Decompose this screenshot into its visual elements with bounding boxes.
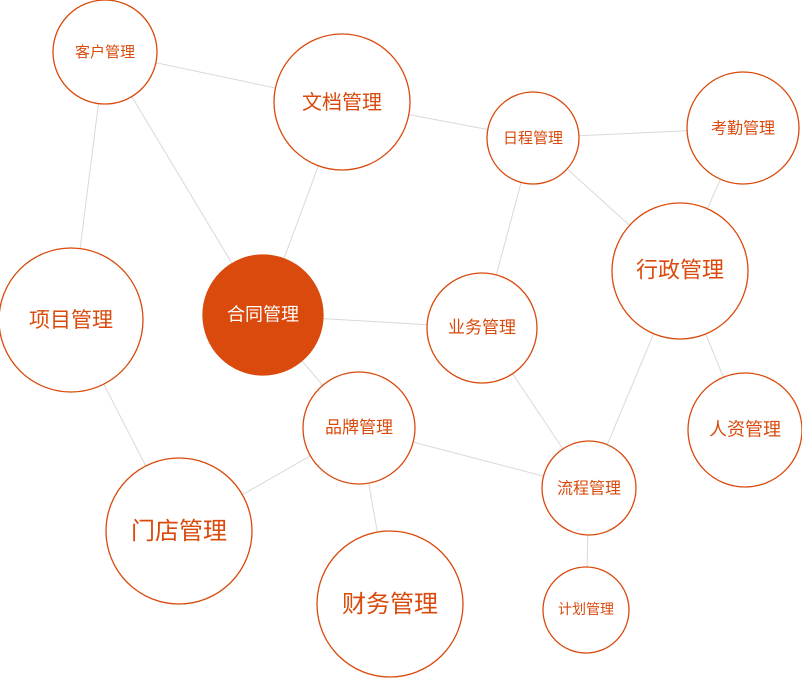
node-hetong[interactable]: 合同管理	[202, 254, 324, 376]
node-xiangmu[interactable]: 项目管理	[0, 247, 144, 393]
node-circle[interactable]	[687, 372, 802, 488]
edge-pinpai-caiwu	[368, 483, 378, 533]
node-label: 计划管理	[558, 602, 614, 618]
node-xingzheng[interactable]: 行政管理	[611, 202, 749, 340]
node-circle[interactable]	[273, 33, 411, 171]
node-wendang[interactable]: 文档管理	[273, 33, 411, 171]
node-liucheng[interactable]: 流程管理	[541, 440, 637, 536]
node-circle[interactable]	[542, 566, 630, 654]
node-circle[interactable]	[686, 71, 800, 185]
node-caiwu[interactable]: 财务管理	[316, 530, 464, 678]
node-circle[interactable]	[541, 440, 637, 536]
edge-hetong-yewu	[322, 318, 428, 326]
node-label: 流程管理	[557, 479, 621, 498]
node-circle[interactable]	[611, 202, 749, 340]
node-circle[interactable]	[426, 272, 538, 384]
edge-xingzheng-liucheng	[606, 333, 655, 445]
node-circle[interactable]	[302, 371, 416, 485]
node-label: 品牌管理	[325, 418, 393, 438]
node-yewu[interactable]: 业务管理	[426, 272, 538, 384]
node-circle[interactable]	[316, 530, 464, 678]
node-mendian[interactable]: 门店管理	[105, 457, 253, 605]
edge-richeng-yewu	[495, 182, 522, 276]
node-label: 门店管理	[131, 517, 227, 545]
edge-kaoqin-xingzheng	[706, 178, 721, 210]
edge-wendang-hetong	[283, 165, 319, 259]
node-circle[interactable]	[105, 457, 253, 605]
node-kaoqin[interactable]: 考勤管理	[686, 71, 800, 185]
node-richeng[interactable]: 日程管理	[486, 91, 580, 185]
node-pinpai[interactable]: 品牌管理	[302, 371, 416, 485]
edge-richeng-xingzheng	[566, 168, 630, 226]
edge-xingzheng-renzi	[705, 333, 724, 378]
edge-liucheng-jihua	[586, 534, 589, 568]
edge-pinpai-liucheng	[413, 441, 544, 477]
node-label: 业务管理	[448, 318, 516, 338]
node-jihua[interactable]: 计划管理	[542, 566, 630, 654]
edge-pinpai-mendian	[242, 455, 311, 496]
edge-wendang-richeng	[408, 114, 488, 130]
node-label: 日程管理	[503, 129, 563, 147]
edge-kehu-hetong	[131, 96, 233, 264]
node-circle[interactable]	[52, 0, 158, 105]
node-label: 行政管理	[636, 259, 724, 284]
node-label: 项目管理	[29, 308, 113, 332]
node-label: 财务管理	[342, 590, 438, 618]
edge-hetong-pinpai	[301, 360, 324, 386]
node-renzi[interactable]: 人资管理	[687, 372, 802, 488]
edge-kehu-xiangmu	[79, 103, 99, 249]
node-kehu[interactable]: 客户管理	[52, 0, 158, 105]
node-circle[interactable]	[0, 247, 144, 393]
edge-layer	[79, 62, 724, 568]
node-label: 客户管理	[75, 43, 135, 61]
node-circle[interactable]	[202, 254, 324, 376]
node-label: 合同管理	[227, 305, 299, 326]
node-label: 人资管理	[709, 420, 781, 441]
edge-yewu-liucheng	[512, 373, 564, 450]
node-label: 考勤管理	[711, 119, 775, 138]
node-circle[interactable]	[486, 91, 580, 185]
edge-richeng-kaoqin	[578, 130, 688, 137]
edge-kehu-wendang	[155, 62, 276, 89]
edge-xiangmu-mendian	[103, 383, 147, 467]
node-label: 文档管理	[302, 90, 382, 114]
